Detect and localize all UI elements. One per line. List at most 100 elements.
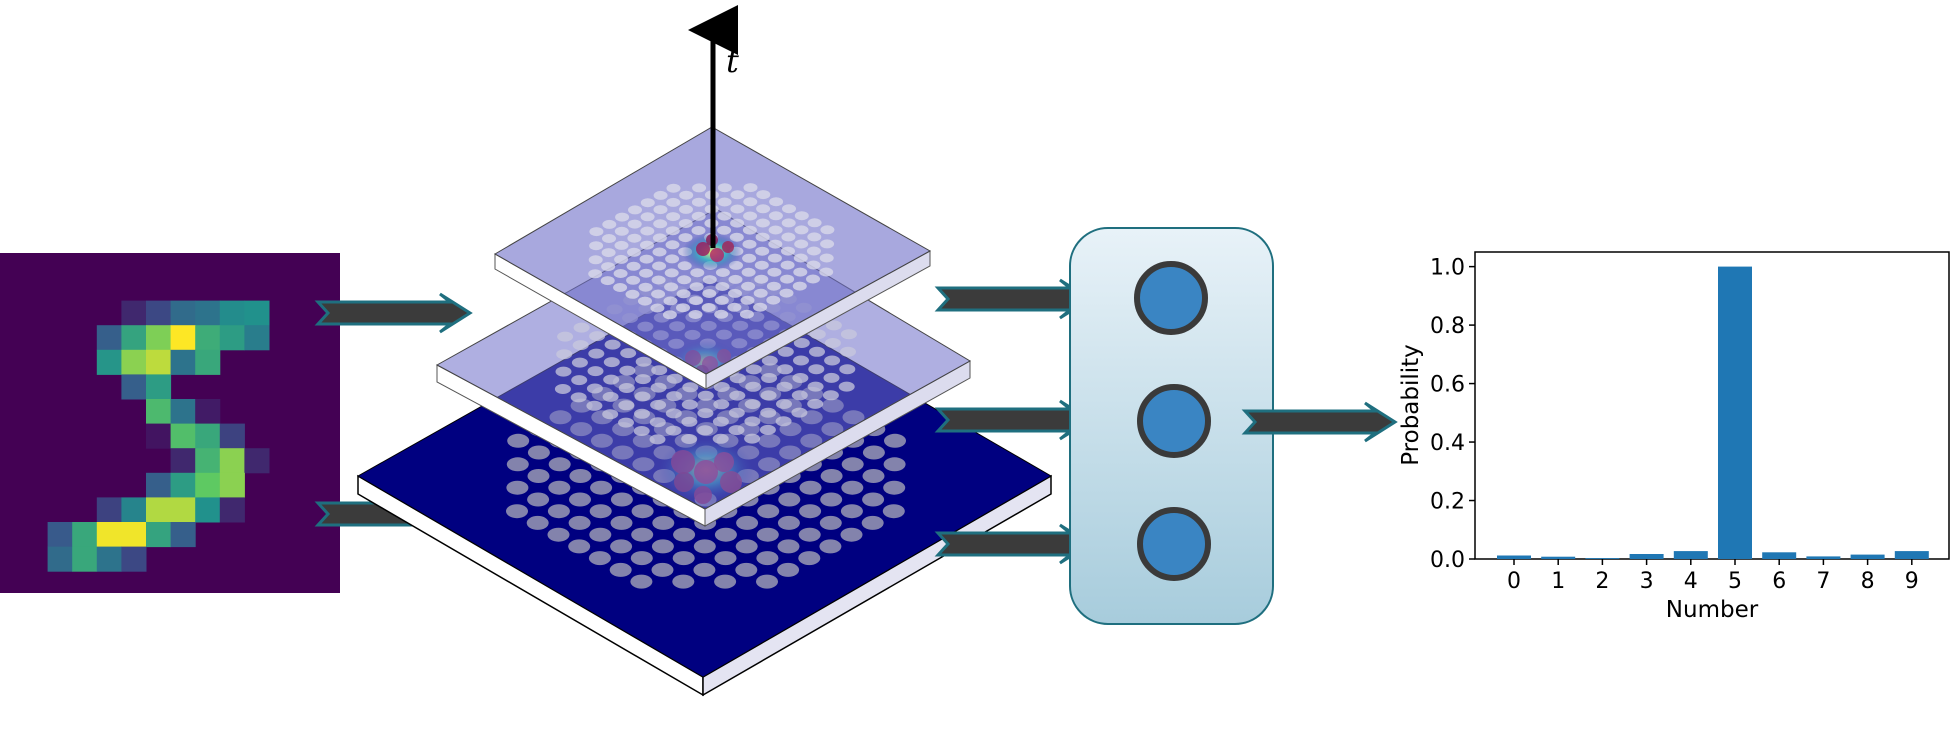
photonic-hole [573,322,590,333]
photonic-hole [651,365,668,376]
photonic-hole [819,515,842,530]
photonic-hole [759,424,776,435]
photonic-hole [820,492,843,507]
digit-pixel [146,325,172,351]
photonic-hole [840,329,857,340]
digit-pixel [244,300,270,326]
bar-0 [1497,555,1531,559]
photonic-hole [717,211,732,221]
photonic-hole [754,260,769,270]
photonic-hole [653,190,668,200]
photonic-hole [822,390,839,401]
photonic-hole [777,562,800,577]
photonic-hole [768,211,783,221]
time-axis: t [688,5,739,248]
photonic-hole [693,562,716,577]
digit-pixel [121,374,147,400]
photonic-hole [756,190,771,200]
digit-pixel [219,497,245,523]
photonic-hole [589,241,604,251]
photonic-hole [823,372,840,383]
photonic-hole [728,288,742,298]
photonic-hole [681,416,698,427]
photonic-hole [589,504,612,519]
photonic-hole [745,364,762,375]
photonic-hole [571,357,588,368]
chart-frame [1474,251,1950,560]
photonic-hole [794,211,809,221]
photonic-hole [780,274,795,284]
photonic-hole [690,268,705,278]
photonic-hole [569,492,591,507]
photonic-hole [603,374,620,385]
x-tick-label: 1 [1551,569,1565,594]
digit-pixel [244,325,270,351]
photonic-hole [798,527,821,542]
x-tick-label: 4 [1684,569,1698,594]
photonic-hole [587,366,604,377]
digit-pixel [121,325,147,351]
photonic-hole [717,225,732,235]
photonic-hole [640,226,655,236]
photonic-hole [740,295,755,305]
bar-3 [1629,554,1664,559]
photonic-hole [820,469,843,483]
photonic-hole [665,240,680,250]
photonic-hole [568,515,591,530]
photonic-hole [650,303,665,313]
photonic-hole [753,288,768,298]
photonic-hole [743,183,758,193]
digit-pixel [146,423,172,449]
photonic-hole [769,197,784,207]
photonic-hole [652,247,667,257]
y-tick-label: 1.0 [1430,256,1465,281]
x-tick-label: 3 [1640,569,1654,594]
photonic-hole [701,303,716,312]
photonic-hole [631,527,654,542]
photonic-hole [714,551,737,566]
digit-pixel [219,472,245,498]
arrow-input-upper [314,292,473,334]
photonic-hole [742,239,757,249]
photonic-hole [728,407,745,418]
photonic-hole [780,260,795,270]
photonic-hole [883,480,906,495]
photonic-hole [841,457,864,472]
digit-pixel [170,448,196,474]
photonic-hole [884,433,906,448]
photonic-hole [712,433,729,444]
photonic-hole [649,434,666,445]
photonic-hole [728,274,743,284]
photonic-hole [782,204,796,214]
photonic-hole [714,295,729,305]
y-tick-label: 0.4 [1430,431,1465,456]
x-axis-label: Number [1666,597,1759,623]
photonic-hole [557,331,574,342]
digit-pixel [219,448,245,474]
photonic-hole [824,338,841,348]
photonic-hole [666,373,683,384]
y-tick-label: 0.8 [1430,314,1465,339]
photonic-hole [652,261,667,271]
photonic-hole [506,504,528,519]
photonic-hole [755,246,770,256]
digit-pixel [96,349,122,375]
photonic-hole [736,515,759,530]
photonic-hole [793,267,808,277]
photonic-hole [678,219,693,228]
photonic-hole [527,492,550,507]
photonic-hole [619,365,636,376]
digit-pixel [146,300,172,326]
photonic-hole [766,295,781,305]
photonic-hole [820,225,835,235]
photonic-hole [715,282,730,291]
photonic-hole [838,381,855,392]
photonic-hole [742,225,757,235]
digit-pixel [195,472,221,498]
photonic-hole [651,289,666,299]
photonic-hole [627,219,642,229]
photonic-hole [601,248,616,258]
photonic-hole [807,381,824,392]
photonic-hole [702,289,717,298]
arrow-readout-middle [934,399,1093,441]
